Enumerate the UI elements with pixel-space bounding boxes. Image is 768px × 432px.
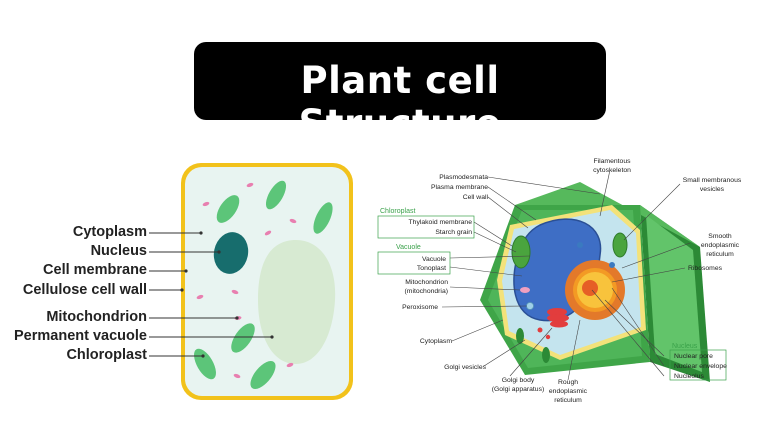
label-chloroplast-header: Chloroplast (380, 208, 415, 215)
label-nuclear-pore: Nuclear pore (674, 353, 713, 360)
pointer-dots (180, 231, 274, 358)
label-smooth-er-3: reticulum (706, 251, 734, 258)
nucleolus (582, 280, 598, 296)
label-peroxisome: Peroxisome (402, 304, 438, 311)
label-brackets (377, 215, 727, 381)
label-rough-er-3: reticulum (554, 397, 582, 404)
label-golgi-apparatus: (Golgi apparatus) (492, 386, 545, 393)
label-starch-grain: Starch grain (435, 229, 472, 236)
chloroplast (612, 232, 628, 258)
chloroplast (231, 323, 255, 353)
label-golgi-vesicles: Golgi vesicles (444, 364, 487, 371)
label-mitochondrion: Mitochondrion (46, 309, 147, 325)
label-nucleus: Nucleus (90, 243, 147, 259)
label-nuclear-envelope: Nuclear envelope (674, 363, 727, 370)
golgi-body (547, 308, 569, 328)
label-ribosomes: Ribosomes (688, 265, 723, 272)
label-rough-er-2: endoplasmic (549, 388, 588, 395)
title-banner: Plant cell Structure (194, 42, 606, 145)
nucleus (213, 232, 249, 274)
label-cytoplasm: Cytoplasm (72, 224, 147, 240)
cell-wall-top-face (515, 182, 700, 247)
label-smooth-er-1: Smooth (708, 233, 732, 240)
label-permanent-vacuole: Permanent vacuole (14, 328, 147, 344)
label-small-membranous: Small membranous (683, 177, 742, 184)
label-thylakoid-membrane: Thylakoid membrane (409, 219, 473, 226)
vesicle (609, 262, 615, 268)
chloroplast (511, 235, 531, 269)
label-tonoplast: Tonoplast (417, 265, 446, 272)
chloroplast (265, 180, 287, 210)
label-mitochondria-plural: (mitochondria) (405, 288, 448, 295)
detailed-plant-cell (480, 182, 710, 382)
pointer-lines (149, 232, 272, 357)
vesicle (545, 334, 551, 340)
detailed-leader-lines (441, 169, 691, 381)
label-nucleus-header: Nucleus (672, 343, 698, 350)
chloroplast (216, 195, 240, 223)
mitochondria-dots (196, 182, 297, 379)
page-title: Plant cell Structure (298, 59, 502, 145)
label-vesicles: vesicles (700, 186, 725, 193)
label-plasmodesmata: Plasmodesmata (439, 174, 488, 181)
label-rough-er-1: Rough (558, 379, 578, 386)
label-smooth-er-2: endoplasmic (701, 242, 740, 249)
label-filamentous: Filamentous (593, 158, 631, 165)
vesicle (577, 242, 583, 248)
peroxisome (526, 302, 534, 310)
simple-plant-cell (149, 163, 353, 400)
permanent-vacuole (258, 240, 336, 364)
label-chloroplast: Chloroplast (66, 347, 147, 363)
label-cellulose-cell-wall: Cellulose cell wall (22, 282, 147, 298)
label-plasma-membrane: Plasma membrane (431, 184, 488, 191)
label-mitochondrion-detailed: Mitochondrion (405, 279, 448, 286)
label-cell-membrane: Cell membrane (43, 262, 147, 278)
label-cell-wall: Cell wall (463, 194, 489, 201)
chloroplast (250, 360, 276, 390)
plasmodesmata (516, 328, 550, 363)
label-cytoplasm-detailed: Cytoplasm (420, 338, 452, 345)
mitochondrion (520, 287, 530, 293)
chloroplast (313, 202, 333, 234)
vesicle (537, 327, 543, 333)
label-vacuole-header: Vacuole (396, 244, 421, 251)
label-golgi-body: Golgi body (502, 377, 535, 384)
label-cytoskeleton: cytoskeleton (593, 167, 631, 174)
label-nucleolus: Nucleolus (674, 373, 704, 380)
label-vacuole: Vacuole (422, 256, 446, 263)
